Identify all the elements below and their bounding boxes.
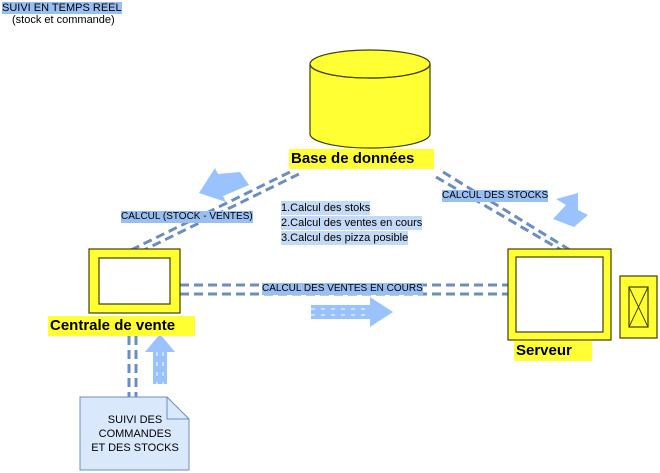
document-line: COMMANDES (98, 428, 172, 440)
document-icon (79, 396, 190, 471)
database-icon (309, 49, 431, 149)
server-label: Serveur (514, 341, 592, 361)
title-line-1: SUIVI EN TEMPS REEL (2, 2, 122, 14)
database-label: Base de données (289, 149, 435, 169)
document-line: SUIVI DES (107, 414, 163, 426)
server-monitor-icon (507, 248, 612, 341)
arrow-to-central-left (199, 168, 249, 202)
document-line: ET DES STOCKS (91, 442, 179, 454)
steps-list: 1.Calcul des stoks 2.Calcul des ventes e… (281, 201, 423, 246)
central-monitor-icon (88, 248, 181, 314)
connection-label-central-db: CALCUL (STOCK - VENTES) (121, 211, 253, 223)
central-label: Centrale de vente (48, 316, 196, 336)
arrow-to-central-up (145, 334, 175, 384)
arrow-to-db-up (553, 193, 588, 227)
step-item: 1.Calcul des stoks (281, 201, 371, 215)
connection-label-central-server: CALCUL DES VENTES EN COURS (262, 283, 423, 295)
title-line-2: (stock et commande) (12, 14, 115, 26)
connector-server-db (442, 170, 571, 252)
document-text: SUIVI DES COMMANDES ET DES STOCKS (82, 413, 188, 455)
page-title: SUIVI EN TEMPS REEL (stock et commande) (2, 2, 122, 26)
server-tower-icon (619, 275, 658, 339)
arrow-to-server-right (311, 297, 393, 327)
step-item: 3.Calcul des pizza posible (281, 231, 409, 245)
connection-label-server-db: CALCUL DES STOCKS (442, 190, 549, 202)
step-item: 2.Calcul des ventes en cours (281, 216, 423, 230)
